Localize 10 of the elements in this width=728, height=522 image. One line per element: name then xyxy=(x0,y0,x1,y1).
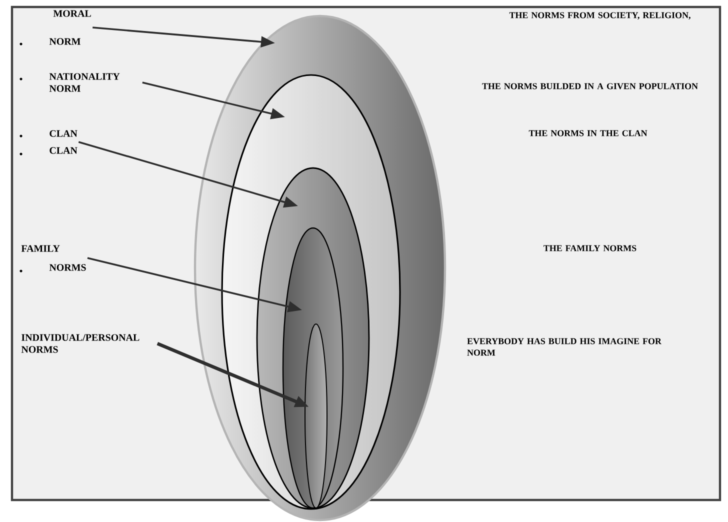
description-text: EVERYBODY HAS BUILD HIS IMAGINE FOR NORM xyxy=(467,338,662,356)
description-text: THE NORMS IN THE CLAN xyxy=(528,130,648,136)
list-item-text: NATIONALITY NORM xyxy=(49,73,120,92)
list-item-text: FAMILY NORMS xyxy=(21,245,86,271)
description-text: THE NORMS FROM SOCIETY, RELIGION, xyxy=(509,12,690,20)
description-text: THE NORMS BUILDED IN A GIVEN POPULATION xyxy=(482,83,698,90)
list-item-text: MORAL NORM xyxy=(49,10,91,45)
list-item-text: CLAN CLAN xyxy=(50,130,78,154)
list-item-text: INDIVIDUAL/PERSONAL NORMS xyxy=(21,334,140,353)
description-text: THE FAMILY NORMS xyxy=(544,245,636,252)
